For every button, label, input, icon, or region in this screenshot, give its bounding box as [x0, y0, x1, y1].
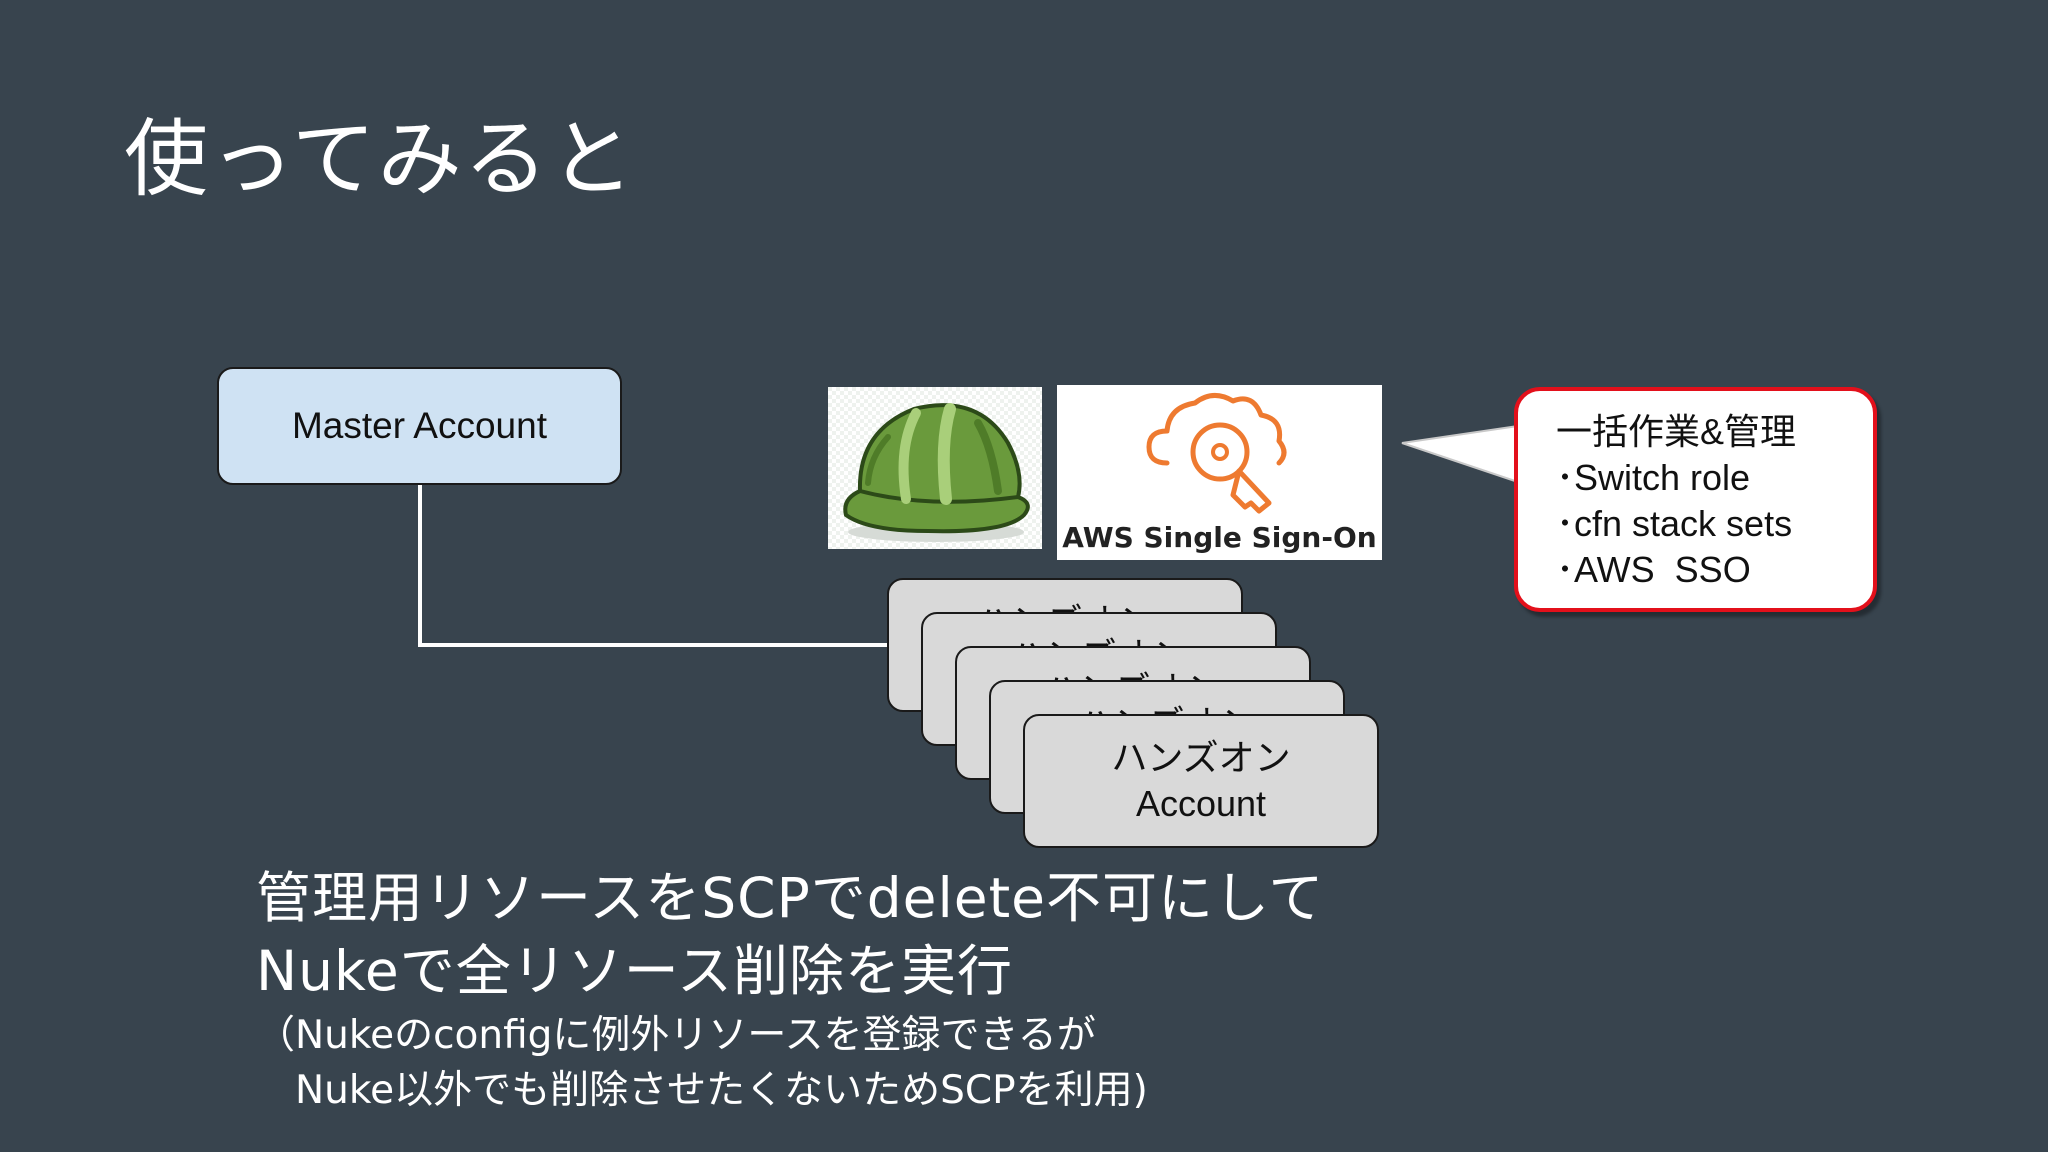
handson-account-label: ハンズオン — [1111, 737, 1291, 778]
master-account-box: Master Account — [217, 367, 622, 485]
handson-account-label: Account — [1135, 783, 1267, 824]
caption-note: Nuke以外でも削除させたくないためSCPを利用) — [256, 1068, 1148, 1113]
caption-line: Nukeで全リソース削除を実行 — [256, 939, 1013, 1003]
callout-line: ･Switch role — [1556, 457, 1751, 498]
cloud-key-icon — [1146, 393, 1287, 514]
aws-sso-label: AWS Single Sign-On — [1062, 521, 1377, 554]
caption-note: （Nukeのconfigに例外リソースを登録できるが — [256, 1013, 1096, 1058]
helmet-logo — [828, 387, 1042, 549]
caption-text: 管理用リソースをSCPでdelete不可にして Nukeで全リソース削除を実行 … — [256, 862, 1324, 1118]
callout-line: ･AWS SSO — [1556, 549, 1751, 590]
master-account-label: Master Account — [291, 405, 547, 446]
handson-account-box: ハンズオン Account — [1023, 714, 1379, 848]
slide-title: 使ってみると — [124, 110, 636, 208]
caption-line: 管理用リソースをSCPでdelete不可にして — [256, 866, 1325, 930]
callout-bubble: 一括作業&管理 ･Switch role ･cfn stack sets ･AW… — [1514, 387, 1877, 612]
callout-line: ･cfn stack sets — [1556, 503, 1793, 544]
aws-sso-logo: AWS Single Sign-On — [1057, 385, 1382, 560]
hardhat-icon — [828, 387, 1042, 549]
callout-line: 一括作業&管理 — [1556, 411, 1797, 452]
